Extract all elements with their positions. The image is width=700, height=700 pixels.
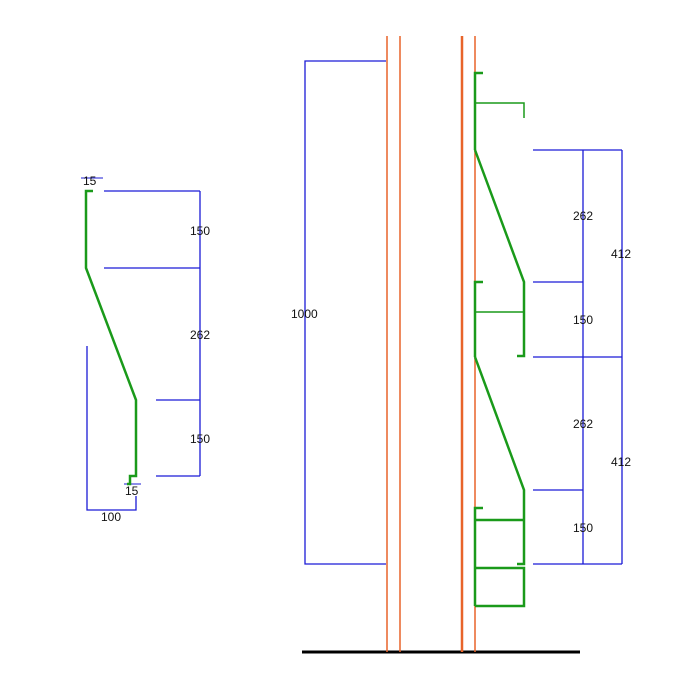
profile-middle-flange — [473, 280, 483, 357]
dim-label-upper: 150 — [190, 224, 210, 238]
elevation: 1000 262 150 412 262 150 412 — [291, 36, 631, 654]
profile-section-line — [84, 189, 138, 486]
profile-detail-dimensions — [81, 177, 201, 511]
dim-line-width — [86, 346, 137, 511]
dim-label-overall-height: 1000 — [291, 307, 318, 321]
section-dimensions — [533, 149, 623, 565]
dim-label-lower-flat: 150 — [573, 521, 593, 535]
dim-label-bottom-lip: 15 — [125, 484, 139, 498]
dim-label-upper-slope: 262 — [573, 209, 593, 223]
profile-upper-slope — [473, 149, 526, 358]
dim-label-lower-slope: 262 — [573, 417, 593, 431]
profile-detail: 15 150 262 150 15 100 — [81, 174, 210, 524]
dim-label-middle: 262 — [190, 328, 210, 342]
profile-top-flange — [473, 71, 483, 150]
profile-top-bracket — [475, 102, 525, 118]
dim-label-width: 100 — [101, 510, 121, 524]
profile-bottom-cap — [475, 566, 526, 608]
dim-label-upper-flat: 150 — [573, 313, 593, 327]
dim-label-top-lip: 15 — [83, 174, 97, 188]
dim-label-lower: 150 — [190, 432, 210, 446]
profile-lower-slope — [473, 356, 526, 566]
dim-line-overall-height — [304, 60, 386, 565]
overall-height-dimension — [304, 60, 386, 565]
dim-label-lower-total: 412 — [611, 455, 631, 469]
wall-profiles — [473, 71, 526, 608]
profile-bottom-flange — [473, 506, 483, 606]
dim-label-upper-total: 412 — [611, 247, 631, 261]
posts — [386, 36, 476, 652]
